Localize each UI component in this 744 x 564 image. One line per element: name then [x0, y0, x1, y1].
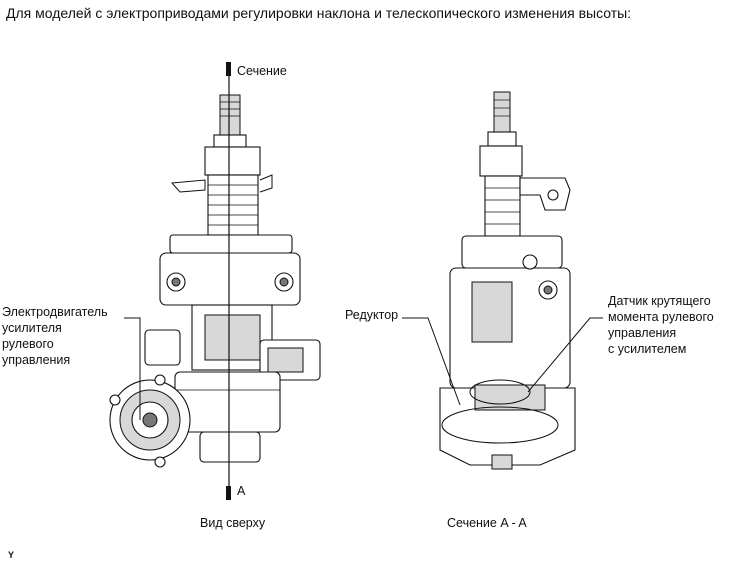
- sensor-label-line-1: Датчик крутящего: [608, 294, 711, 308]
- page-title: Для моделей с электроприводами регулиров…: [6, 5, 632, 21]
- reducer-label: Редуктор: [345, 308, 399, 322]
- section-label-top: Сечение: [237, 64, 287, 78]
- section-view-illustration: [402, 91, 603, 470]
- motor-label-line-2: усилителя: [2, 321, 62, 335]
- motor-label-line-3: рулевого: [2, 337, 54, 351]
- section-view-caption: Сечение A - A: [447, 516, 527, 530]
- motor-label-line-1: Электродвигатель: [2, 305, 108, 319]
- corner-mark: Y: [8, 550, 15, 560]
- sensor-label-line-4: с усилителем: [608, 342, 687, 356]
- motor-label-line-4: управления: [2, 353, 71, 367]
- sensor-label-line-3: управления: [608, 326, 677, 340]
- sensor-label-line-2: момента рулевого: [608, 310, 714, 324]
- top-view-caption: Вид сверху: [200, 516, 266, 530]
- top-view-illustration: [109, 62, 321, 500]
- section-label-bottom: A: [237, 484, 246, 498]
